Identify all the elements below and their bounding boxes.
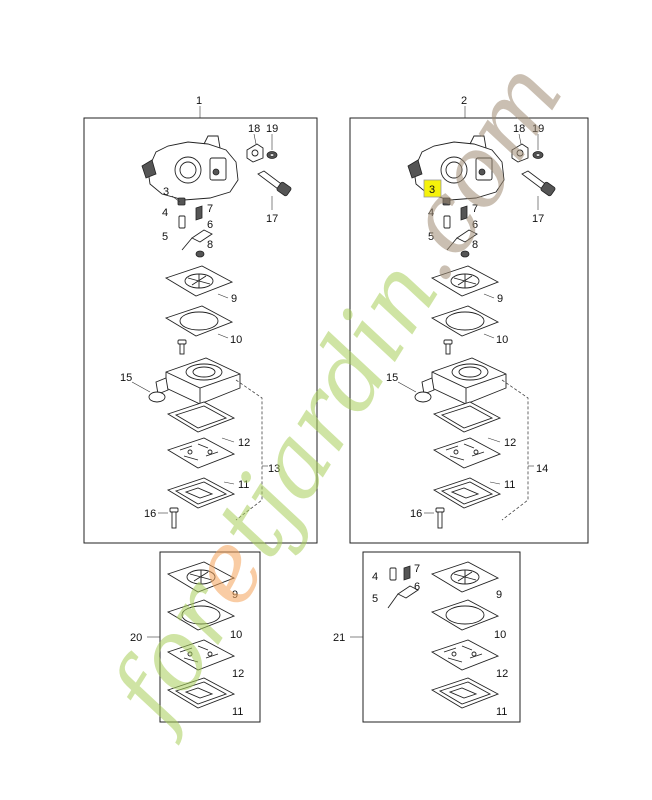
label-10: 10 <box>496 334 508 346</box>
label-8: 8 <box>207 239 213 251</box>
label-17: 17 <box>266 213 278 225</box>
label-4: 4 <box>372 571 378 583</box>
label-7: 7 <box>472 203 478 215</box>
label-12: 12 <box>232 668 244 680</box>
part-15-image <box>148 391 166 403</box>
part-19-image <box>266 151 278 159</box>
label-10: 10 <box>494 629 506 641</box>
label-7: 7 <box>414 563 420 575</box>
label-4: 4 <box>162 207 168 219</box>
part-gasket-image <box>167 401 235 433</box>
label-6: 6 <box>414 581 420 593</box>
kit-20-label: 20 <box>130 632 142 644</box>
kit-20-panel: 20 9 10 12 11 <box>130 551 261 723</box>
label-9: 9 <box>497 293 503 305</box>
label-16: 16 <box>410 508 422 520</box>
highlight-box <box>423 179 442 198</box>
part-9-image <box>431 561 499 593</box>
kit-21-panel: 21 4 5 7 6 9 10 12 11 <box>333 551 521 723</box>
label-16: 16 <box>144 508 156 520</box>
label-5: 5 <box>162 231 168 243</box>
label-9: 9 <box>496 589 502 601</box>
label-12: 12 <box>504 437 516 449</box>
part-18-image <box>246 143 264 163</box>
label-19: 19 <box>266 123 278 135</box>
part-gasket-image <box>433 401 501 433</box>
part-17-image <box>257 170 293 197</box>
label-11: 11 <box>504 479 515 491</box>
label-18: 18 <box>248 123 260 135</box>
pump-cover-image <box>421 357 507 405</box>
assembly-2-title: 2 <box>461 95 467 107</box>
part-10-image <box>165 305 233 337</box>
part-12-image <box>433 437 501 469</box>
label-13: 13 <box>268 463 280 475</box>
label-7: 7 <box>207 203 213 215</box>
label-6: 6 <box>207 219 213 231</box>
needle-set-image <box>387 565 419 609</box>
label-6: 6 <box>472 219 478 231</box>
label-9: 9 <box>232 589 238 601</box>
cover-screw-image <box>443 339 453 355</box>
label-10: 10 <box>230 629 242 641</box>
part-16-image <box>435 507 445 529</box>
part-10-image <box>431 599 499 631</box>
label-8: 8 <box>472 239 478 251</box>
label-11: 11 <box>496 706 507 718</box>
label-18: 18 <box>513 123 525 135</box>
label-9: 9 <box>231 293 237 305</box>
label-4: 4 <box>428 207 434 219</box>
label-15: 15 <box>386 372 398 384</box>
kit-21-label: 21 <box>333 632 345 644</box>
part-11-image <box>433 477 501 509</box>
assembly-2-panel: 2 18 19 17 3 4 5 7 6 8 9 10 15 12 <box>349 95 589 544</box>
cover-screw-image <box>177 339 187 355</box>
label-3: 3 <box>163 186 169 198</box>
label-11: 11 <box>232 706 243 718</box>
part-15-image <box>414 391 432 403</box>
assembly-1-title: 1 <box>196 95 202 107</box>
label-5: 5 <box>428 231 434 243</box>
label-14: 14 <box>536 463 548 475</box>
pump-cover-image <box>155 357 241 405</box>
part-12-image <box>431 639 499 671</box>
part-12-image <box>167 437 235 469</box>
part-9-image <box>165 265 233 297</box>
part-11-image <box>431 677 499 709</box>
label-15: 15 <box>120 372 132 384</box>
carburetor-body-image <box>141 135 239 201</box>
watermark-logo: foretjardin.com <box>86 43 584 747</box>
label-11: 11 <box>238 479 249 491</box>
label-3[interactable]: 3 <box>429 184 435 196</box>
svg-text:foretjardin.com: foretjardin.com <box>86 43 584 747</box>
label-12: 12 <box>238 437 250 449</box>
label-5: 5 <box>372 593 378 605</box>
label-19: 19 <box>532 123 544 135</box>
assembly-1-panel: 1 18 19 17 3 4 5 7 6 8 9 10 15 <box>83 95 318 544</box>
label-12: 12 <box>496 668 508 680</box>
part-16-image <box>169 507 179 529</box>
label-17: 17 <box>532 213 544 225</box>
label-10: 10 <box>230 334 242 346</box>
